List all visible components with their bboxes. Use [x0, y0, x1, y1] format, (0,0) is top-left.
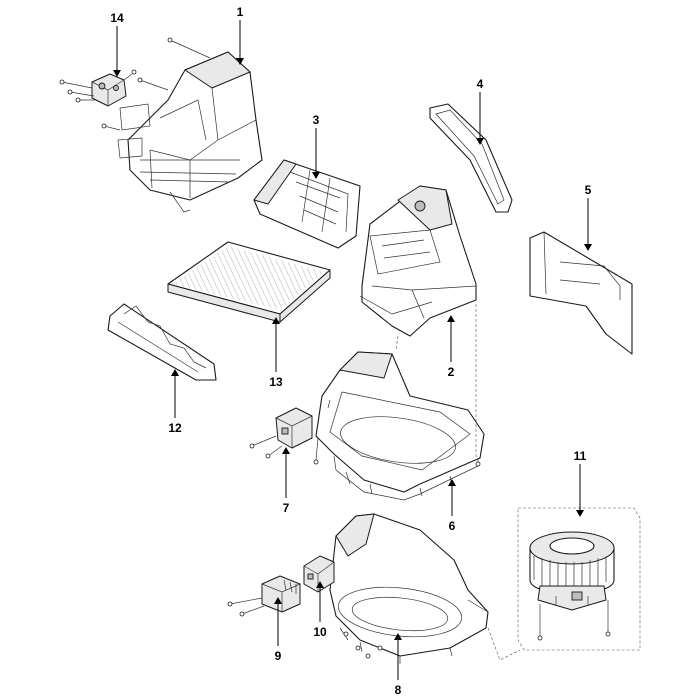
callout-11: 11 [574, 449, 587, 463]
callout-12: 12 [168, 421, 182, 435]
part-4-seal [429, 103, 513, 213]
part-11-blower-motor-group [517, 507, 641, 651]
callout-5: 5 [585, 183, 592, 197]
callout-4: 4 [477, 77, 484, 91]
part-12-bracket [107, 303, 217, 381]
callout-8: 8 [395, 683, 402, 697]
part-8-blower-lower-case [329, 513, 489, 664]
callout-10: 10 [313, 625, 327, 639]
part-9-resistor [261, 575, 301, 613]
part-3-filter-cover [253, 159, 361, 249]
part-10-connector [303, 555, 335, 593]
part-14-screws [59, 69, 137, 103]
part-7-screws [249, 435, 283, 459]
part-14-actuator [91, 73, 127, 107]
part-5-side-panel [529, 231, 633, 355]
callout-7: 7 [283, 501, 290, 515]
part-7-module [275, 407, 313, 449]
part-1-intake-duct [117, 51, 263, 213]
part-9-screws [227, 597, 265, 617]
callout-1: 1 [237, 5, 244, 19]
callout-6: 6 [449, 519, 456, 533]
part-13-cabin-filter [167, 241, 331, 323]
callout-2: 2 [448, 365, 455, 379]
part-1-screws [101, 37, 211, 131]
callout-13: 13 [269, 375, 283, 389]
callout-9: 9 [275, 649, 282, 663]
callout-14: 14 [110, 11, 124, 25]
alignment-lines [395, 304, 521, 661]
part-6-blower-mid-case [313, 351, 485, 501]
leader-lines [113, 20, 592, 680]
callout-3: 3 [313, 113, 320, 127]
callout-labels: 1 2 3 4 5 6 7 8 9 10 11 12 13 14 [110, 5, 591, 697]
part-2-blower-upper-case [359, 185, 477, 337]
